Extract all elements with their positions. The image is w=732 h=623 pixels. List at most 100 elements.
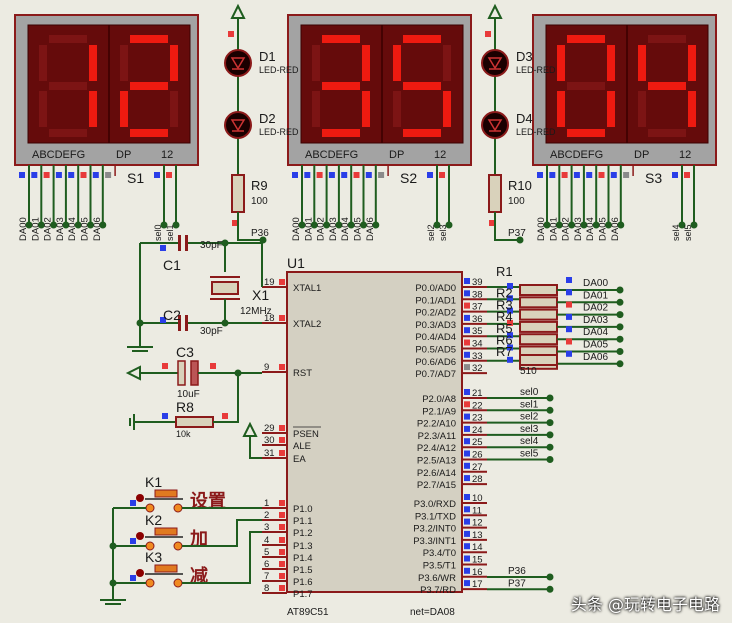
pin-name: P0.0/AD0	[415, 283, 456, 294]
pin-name: P2.2/A10	[417, 419, 456, 430]
net-label: sel1	[165, 224, 175, 241]
pin-name: P0.7/AD7	[415, 369, 456, 380]
pin-name: P2.3/A11	[418, 431, 456, 442]
net-label: DA01	[548, 217, 559, 241]
pin-state-marker	[464, 518, 470, 525]
pin-number: 38	[472, 289, 483, 300]
wire	[249, 436, 262, 459]
pin-state-marker	[80, 172, 87, 178]
capacitor-plate	[190, 360, 199, 386]
pin-state-marker	[279, 500, 285, 506]
pin-number: 34	[472, 339, 483, 350]
junction-dot	[543, 221, 551, 229]
pin-state-marker	[279, 364, 285, 370]
power-arrow-icon	[242, 421, 258, 437]
pin-state-marker	[154, 172, 160, 178]
net-label: DA04	[585, 217, 596, 241]
junction-dot	[546, 419, 554, 427]
net-label: DA04	[67, 217, 78, 241]
pin-state-marker	[279, 279, 285, 285]
pin-state-marker	[549, 172, 556, 178]
pin-number: 36	[472, 314, 483, 325]
pin-name: P2.5/A13	[417, 456, 456, 467]
junction-dot	[546, 394, 554, 402]
pin-state-marker	[672, 172, 678, 178]
junction-dot	[555, 221, 563, 229]
pin-state-marker	[507, 356, 513, 363]
net-label: sel4	[520, 436, 539, 447]
pin-state-marker	[464, 401, 470, 408]
network-resistor	[519, 333, 558, 346]
net-label: DA05	[80, 217, 91, 241]
pin-state-marker	[160, 245, 166, 251]
pin-number: 2	[264, 510, 269, 521]
pin-state-marker	[464, 567, 470, 574]
junction-dot	[546, 431, 554, 439]
wire	[182, 531, 262, 584]
wire	[494, 212, 520, 241]
net-label: sel2	[426, 224, 436, 241]
pin-state-marker	[292, 172, 298, 178]
pin-name: P3.0/RXD	[414, 499, 456, 510]
net-label: P36	[508, 566, 526, 577]
pin-number: 26	[472, 450, 483, 461]
led-ref: D1	[259, 49, 276, 64]
resistor-network-value: 510	[520, 366, 537, 377]
led-ref: D4	[516, 111, 533, 126]
pin-name: P2.7/A15	[417, 480, 456, 491]
pin-state-marker	[684, 172, 690, 178]
network-resistor	[519, 308, 558, 321]
net-label: DA00	[291, 217, 302, 241]
pin-state-marker	[507, 295, 513, 302]
pin-name: P0.2/AD2	[415, 308, 456, 319]
junction-dot	[298, 221, 306, 229]
junction-dot	[323, 221, 331, 229]
pin-state-marker	[489, 220, 495, 226]
pin-state-marker	[464, 364, 470, 371]
pin-number: 14	[472, 542, 483, 553]
junction-dot	[109, 542, 117, 550]
pin-state-marker	[464, 543, 470, 550]
display-dp-label: DP	[116, 149, 131, 161]
pin-state-marker	[316, 172, 323, 178]
junction-dot	[445, 221, 453, 229]
junction-dot	[25, 221, 33, 229]
pin-number: 13	[472, 530, 483, 541]
junction-dot	[335, 221, 343, 229]
pin-name: EA	[293, 454, 306, 465]
microcontroller-U1	[286, 271, 463, 593]
pin-number: 30	[264, 435, 275, 446]
junction-dot	[74, 221, 82, 229]
resistor-ref: R5	[496, 321, 513, 336]
button-function-label: 加	[189, 529, 208, 550]
resistor-ref: R8	[176, 399, 194, 415]
pin-number: 10	[472, 493, 483, 504]
pin-state-marker	[507, 319, 513, 326]
resistor-R8	[175, 416, 214, 428]
display-ref: S3	[645, 170, 662, 186]
wire	[213, 373, 239, 423]
pin-name: RST	[293, 368, 312, 379]
pin-state-marker	[464, 555, 470, 562]
net-label: DA02	[583, 303, 608, 314]
pin-name: P1.0	[293, 504, 313, 515]
net-label: DA05	[598, 217, 609, 241]
resistor-ref: R1	[496, 264, 513, 279]
junction-dot	[678, 221, 686, 229]
pin-state-marker	[561, 172, 568, 178]
pin-state-marker	[43, 172, 50, 178]
pin-state-marker	[68, 172, 75, 178]
chip-ref: U1	[287, 255, 305, 271]
pin-state-marker	[160, 317, 166, 323]
pin-state-marker	[598, 172, 605, 178]
pin-state-marker	[279, 561, 285, 567]
button-contact	[173, 503, 183, 513]
net-label: P37	[508, 578, 526, 589]
net-label: DA02	[316, 217, 327, 241]
pin-state-marker	[353, 172, 360, 178]
chip-net-note: net=DA08	[410, 607, 455, 618]
junction-dot	[310, 221, 318, 229]
pin-state-marker	[228, 31, 234, 37]
